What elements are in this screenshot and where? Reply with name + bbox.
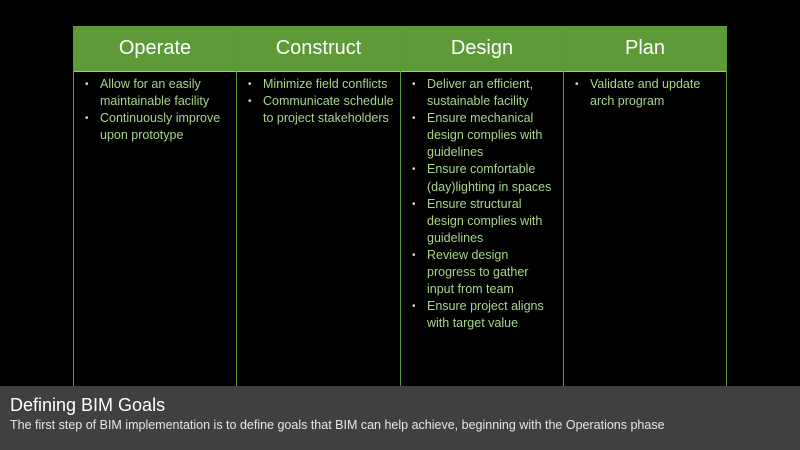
goal-item: Ensure mechanical design complies with g… xyxy=(409,110,557,161)
goal-item: Allow for an easily maintainable facilit… xyxy=(82,76,230,110)
goal-item: Communicate schedule to project stakehol… xyxy=(245,93,394,127)
column-body-design: Deliver an efficient, sustainable facili… xyxy=(401,72,563,386)
column-design: Design Deliver an efficient, sustainable… xyxy=(401,26,564,386)
goal-list-operate: Allow for an easily maintainable facilit… xyxy=(82,76,230,144)
goal-item: Deliver an efficient, sustainable facili… xyxy=(409,76,557,110)
column-body-construct: Minimize field conflicts Communicate sch… xyxy=(237,72,400,386)
column-header-construct: Construct xyxy=(237,26,400,72)
goal-item: Ensure comfortable (day)lighting in spac… xyxy=(409,161,557,195)
slide-area: Operate Allow for an easily maintainable… xyxy=(0,0,800,386)
goal-item: Minimize field conflicts xyxy=(245,76,394,93)
column-body-plan: Validate and update arch program xyxy=(564,72,726,386)
goal-item: Ensure structural design complies with g… xyxy=(409,196,557,247)
bim-goals-table: Operate Allow for an easily maintainable… xyxy=(73,26,727,386)
column-header-operate: Operate xyxy=(74,26,236,72)
goal-item: Validate and update arch program xyxy=(572,76,720,110)
goal-list-construct: Minimize field conflicts Communicate sch… xyxy=(245,76,394,127)
column-header-plan: Plan xyxy=(564,26,726,72)
column-construct: Construct Minimize field conflicts Commu… xyxy=(237,26,401,386)
goal-list-plan: Validate and update arch program xyxy=(572,76,720,110)
caption-text: The first step of BIM implementation is … xyxy=(10,418,665,432)
column-plan: Plan Validate and update arch program xyxy=(564,26,726,386)
goal-item: Review design progress to gather input f… xyxy=(409,247,557,298)
goal-item: Continuously improve upon prototype xyxy=(82,110,230,144)
goal-list-design: Deliver an efficient, sustainable facili… xyxy=(409,76,557,332)
column-body-operate: Allow for an easily maintainable facilit… xyxy=(74,72,236,386)
goal-item: Ensure project aligns with target value xyxy=(409,298,557,332)
column-header-design: Design xyxy=(401,26,563,72)
column-operate: Operate Allow for an easily maintainable… xyxy=(74,26,237,386)
caption-bar: Defining BIM Goals The first step of BIM… xyxy=(0,386,800,450)
caption-title: Defining BIM Goals xyxy=(10,395,166,415)
